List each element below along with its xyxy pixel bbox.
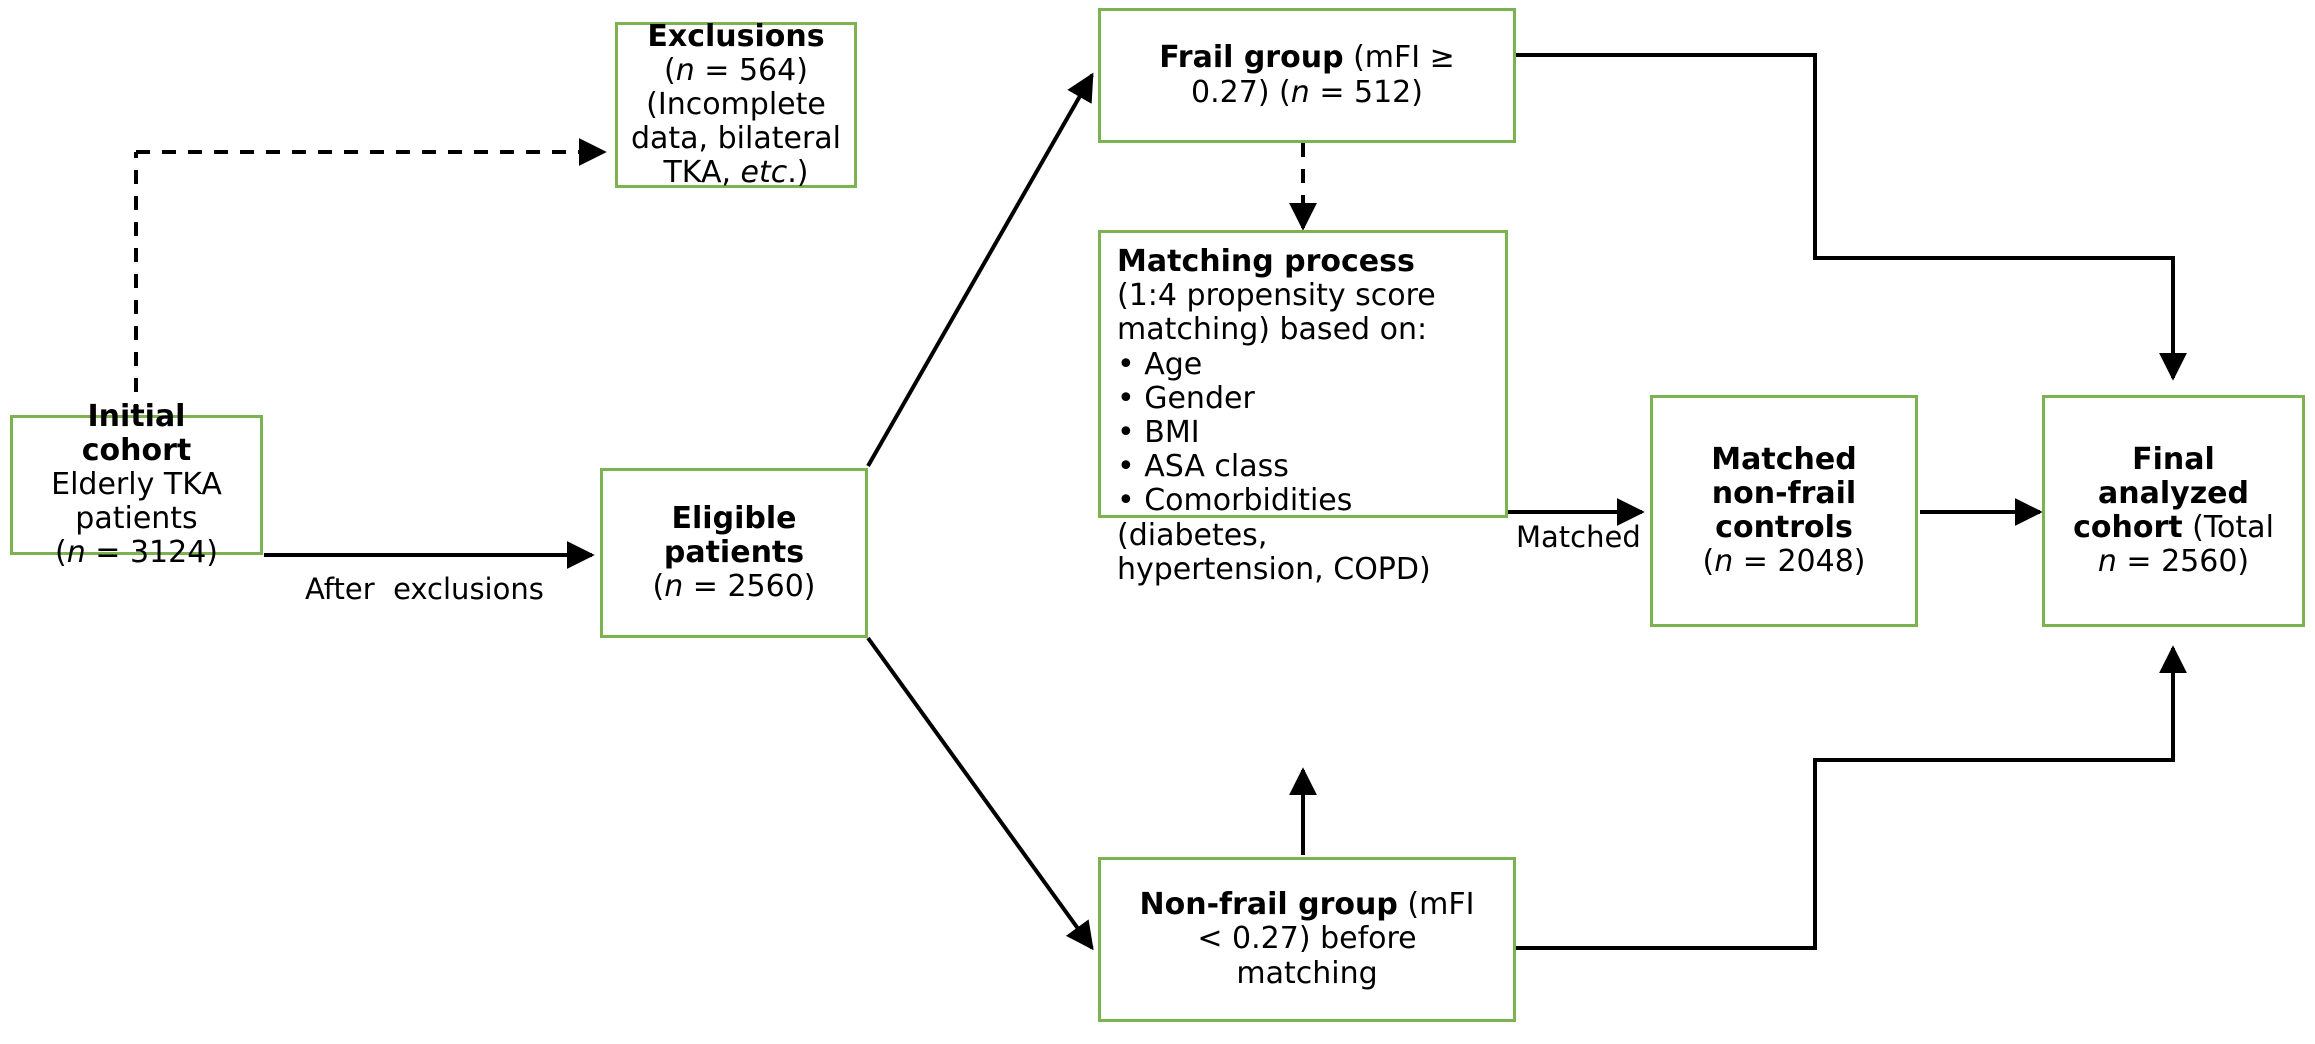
final-title-line3: cohort (Total [2055, 510, 2292, 545]
node-final-cohort[interactable]: Final analyzed cohort (Total n = 2560) [2042, 395, 2305, 627]
initial-cohort-count: (n = 3124) [23, 536, 250, 570]
matching-comorbidity-line1: (diabetes, [1117, 517, 1268, 553]
node-exclusions[interactable]: Exclusions (n = 564) (Incomplete data, b… [615, 18, 857, 190]
reason-suffix: .) [787, 155, 809, 191]
exclusions-count: (n = 564) [628, 52, 844, 88]
matching-criterion-bmi: • BMI [1117, 414, 1200, 450]
edge-eligible-to-frail [866, 72, 1094, 467]
node-eligible-patients[interactable]: Eligible patients (n = 2560) [600, 468, 868, 638]
paren-open: ( [652, 569, 665, 605]
matching-desc-line1: (1:4 propensity score [1117, 278, 1436, 314]
edge-frail-to-final [1516, 53, 2187, 381]
matching-criterion-gender: • Gender [1117, 380, 1255, 416]
node-initial-cohort[interactable]: Initial cohort Elderly TKA patients (n =… [10, 399, 263, 570]
exclusions-title: Exclusions [647, 18, 825, 54]
nonfrail-group-title: Non-frail group [1139, 887, 1398, 923]
frail-group-line1: Frail group (mFI ≥ [1111, 41, 1503, 75]
frail-count: = 512) [1309, 74, 1423, 110]
eligible-title-line1: Eligible [671, 500, 797, 536]
frail-group-line2: 0.27) (n = 512) [1111, 74, 1503, 110]
reason-prefix: TKA, [663, 155, 741, 191]
frail-group-criterion: (mFI ≥ [1343, 40, 1455, 76]
edge-eligible-to-nonfrail [866, 636, 1094, 951]
paren-open: ( [1702, 544, 1715, 580]
initial-cohort-desc-line1: Elderly TKA [51, 466, 222, 502]
initial-cohort-title-line2: cohort [81, 432, 192, 468]
n-symbol: n [675, 52, 695, 88]
matching-title: Matching process [1117, 244, 1415, 279]
node-frail-group[interactable]: Frail group (mFI ≥ 0.27) (n = 512) [1098, 8, 1516, 143]
frail-group-title: Frail group [1159, 40, 1344, 76]
node-non-frail-group[interactable]: Non-frail group (mFI < 0.27) before matc… [1098, 857, 1516, 1022]
final-total-label: (Total [2182, 510, 2274, 545]
n-value: = 564) [694, 52, 808, 88]
n-symbol: n [1714, 544, 1734, 580]
matching-criterion-asa: • ASA class [1117, 449, 1289, 485]
eligible-title-line2: patients [663, 534, 805, 570]
controls-title-line3: controls [1715, 510, 1853, 545]
edge-nonfrail-to-final [1516, 645, 2187, 950]
exclusions-reason-line2: data, bilateral [630, 121, 841, 157]
paren-open: ( [664, 52, 676, 88]
n-symbol: n [664, 569, 684, 605]
exclusions-reason-line3: TKA, etc.) [628, 156, 844, 190]
final-cohort-word: cohort [2073, 510, 2183, 545]
edge-label-after-exclusions: After exclusions [305, 572, 544, 606]
initial-cohort-desc-line2: patients [75, 501, 198, 537]
n-value: = 3124) [85, 535, 218, 571]
node-matching-process[interactable]: Matching process (1:4 propensity score m… [1098, 230, 1508, 586]
edge-label-matched: Matched [1516, 520, 1641, 554]
final-title-line2: analyzed [2098, 475, 2249, 511]
n-value: = 2560) [683, 569, 816, 605]
n-symbol: n [2097, 544, 2117, 580]
n-value: = 2560) [2116, 544, 2250, 580]
n-value: = 2048) [1733, 544, 1866, 580]
nonfrail-group-criterion: (mFI [1397, 887, 1475, 923]
matching-desc-line2: matching) based on: [1117, 312, 1428, 348]
node-matched-controls[interactable]: Matched non-frail controls (n = 2048) [1650, 395, 1918, 627]
matching-criterion-comorbidities: • Comorbidities [1117, 483, 1353, 519]
eligible-count: (n = 2560) [613, 569, 855, 605]
etc-italic: etc [740, 155, 788, 191]
paren-open: ( [55, 535, 67, 571]
nonfrail-group-line1: Non-frail group (mFI [1111, 888, 1503, 922]
matching-comorbidity-line2: hypertension, COPD) [1117, 551, 1431, 587]
nonfrail-group-line2: < 0.27) before [1197, 921, 1417, 957]
edge-initial-to-exclusions [134, 138, 607, 418]
controls-title-line2: non-frail [1711, 475, 1857, 511]
final-title-line1: Final [2132, 441, 2215, 477]
controls-title-line1: Matched [1711, 441, 1857, 477]
n-symbol: n [1290, 74, 1310, 110]
controls-count: (n = 2048) [1663, 545, 1905, 579]
frail-threshold: 0.27) ( [1191, 74, 1291, 110]
matching-criterion-age: • Age [1117, 346, 1203, 382]
nonfrail-group-line3: matching [1236, 955, 1378, 991]
final-count: n = 2560) [2055, 545, 2292, 579]
exclusions-reason-line1: (Incomplete [646, 86, 826, 122]
n-symbol: n [66, 535, 86, 571]
initial-cohort-title-line1: Initial [87, 398, 186, 434]
